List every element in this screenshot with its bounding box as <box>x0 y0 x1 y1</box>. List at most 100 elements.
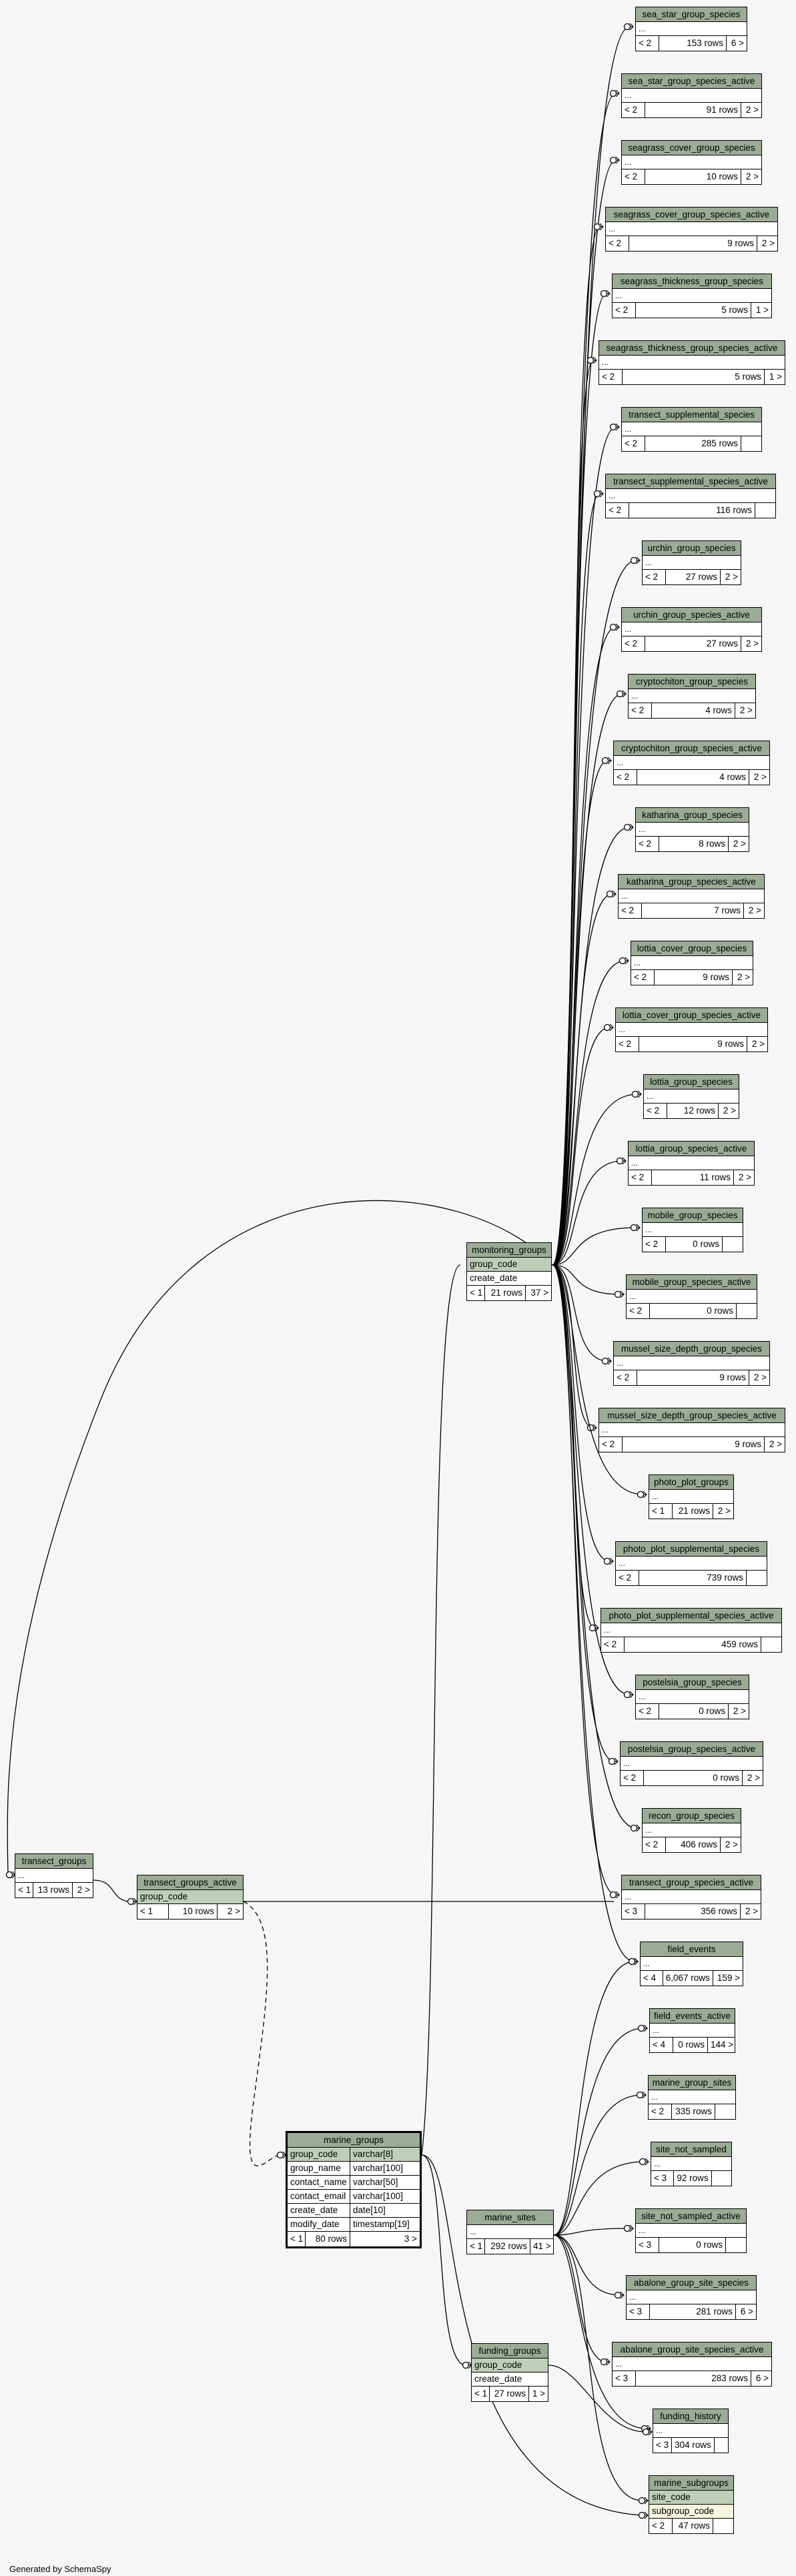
edge-end-marker <box>639 2158 647 2166</box>
columns-ellipsis-row: ... <box>629 689 755 703</box>
table-name: lottia_cover_group_species_active <box>616 1008 767 1023</box>
table-name: katharina_group_species_active <box>619 875 764 889</box>
edge-end-marker <box>638 2511 646 2519</box>
table-mussel-size-depth-group-species-active[interactable]: mussel_size_depth_group_species_active .… <box>599 1408 785 1452</box>
edge-end-marker-crowfoot <box>629 23 634 31</box>
edge-monitoring-groups <box>552 960 626 1266</box>
table-name: marine_groups <box>288 2133 420 2148</box>
edge-monitoring-groups <box>552 1027 611 1266</box>
edge-end-marker <box>601 757 609 765</box>
edge-end-marker <box>614 1290 622 1298</box>
table-name: marine_group_sites <box>649 2076 735 2090</box>
table-name: transect_supplemental_species <box>622 408 761 422</box>
edge-end-marker-crowfoot <box>636 556 641 564</box>
edge-end-marker-crowfoot <box>636 1824 641 1832</box>
table-funding-groups[interactable]: funding_groups group_code create_date < … <box>471 2343 548 2402</box>
table-seagrass-cover-group-species-active[interactable]: seagrass_cover_group_species_active ... … <box>605 207 778 252</box>
table-seagrass-thickness-group-species[interactable]: seagrass_thickness_group_species ... < 2… <box>612 274 772 318</box>
table-seagrass-thickness-group-species-active[interactable]: seagrass_thickness_group_species_active … <box>599 340 785 385</box>
columns-ellipsis-row: ... <box>643 556 741 570</box>
table-monitoring-groups[interactable]: monitoring_groups group_code create_date… <box>466 1242 552 1301</box>
table-name: mobile_group_species <box>643 1208 743 1223</box>
table-abalone-group-site-species-active[interactable]: abalone_group_site_species_active ... < … <box>612 2342 772 2387</box>
table-photo-plot-supplemental-species-active[interactable]: photo_plot_supplemental_species_active .… <box>601 1608 782 1653</box>
edge-end-marker-crowfoot <box>607 757 612 765</box>
edge-end-marker <box>630 1824 638 1832</box>
edge-end-marker-crowfoot <box>599 490 604 498</box>
edge-end-marker-crowfoot <box>629 823 634 831</box>
table-name: abalone_group_site_species <box>627 2276 756 2290</box>
edge-end-marker-crowfoot <box>643 2024 648 2032</box>
edge-monitoring-marine-groups <box>421 1264 461 2156</box>
columns-ellipsis-row: ... <box>653 2424 728 2438</box>
edge-marine-sites <box>553 2234 607 2363</box>
table-marine-subgroups[interactable]: marine_subgroups site_code subgroup_code… <box>649 2475 734 2534</box>
generated-by-note: Generated by SchemaSpy <box>9 2564 111 2574</box>
edge-monitoring-groups <box>552 893 613 1266</box>
edge-monitoring-groups <box>552 426 617 1266</box>
edge-marine-groups-subgroups <box>421 2154 643 2516</box>
edge-end-marker-crowfoot <box>625 957 629 965</box>
table-transect-supplemental-species-active[interactable]: transect_supplemental_species_active ...… <box>605 474 776 518</box>
edge-end-marker-crowfoot <box>629 1691 634 1699</box>
edge-monitoring-groups <box>552 1264 637 1829</box>
table-name: lottia_group_species <box>644 1075 739 1090</box>
columns-ellipsis-row: ... <box>599 356 785 370</box>
edge-end-marker <box>600 2358 608 2366</box>
table-name: monitoring_groups <box>467 1243 551 1258</box>
table-cryptochiton-group-species-active[interactable]: cryptochiton_group_species_active ... < … <box>613 741 770 785</box>
edge-monitoring-groups <box>552 493 601 1266</box>
edge-end-marker <box>593 490 601 498</box>
edge-end-marker <box>601 1357 609 1365</box>
edge-end-marker <box>609 1891 617 1899</box>
table-lottia-cover-group-species-active[interactable]: lottia_cover_group_species_active ... < … <box>615 1007 768 1052</box>
edge-marine-groups-funding <box>421 2154 466 2366</box>
edge-end-marker-crowfoot <box>609 1023 614 1031</box>
edge-marine-sites <box>553 2234 621 2296</box>
